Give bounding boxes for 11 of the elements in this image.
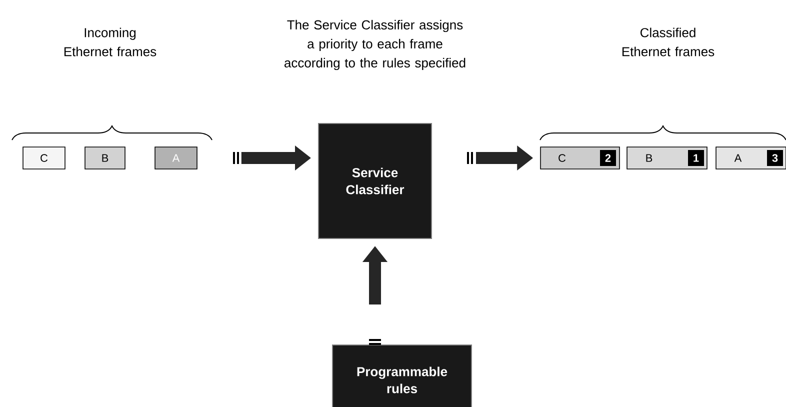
frame-box: C 2: [540, 146, 620, 170]
frame-box: B 1: [626, 146, 708, 170]
frame-box: B: [84, 146, 126, 170]
caption-text: Classified Ethernet frames: [622, 28, 714, 56]
rules-box: Programmable rules: [332, 344, 472, 407]
frame-box: A: [154, 146, 198, 170]
caption-text: Incoming Ethernet frames: [64, 28, 156, 56]
caption-text: The Service Classifier assigns a priority to each frame according to the rules specified: [284, 20, 466, 70]
frame-box: A 3: [716, 146, 786, 170]
classifier-box: Service Classifier: [318, 123, 432, 239]
frame-box: C: [22, 146, 66, 170]
